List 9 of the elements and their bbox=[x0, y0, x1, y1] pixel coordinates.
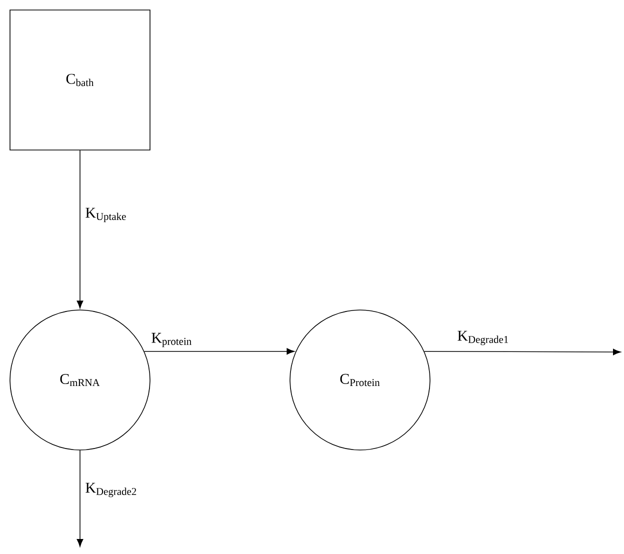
edge-label: K$_{Degrade2}$ bbox=[86, 482, 136, 498]
edge-label: K$_{Degrade1}$ bbox=[458, 330, 508, 346]
compartment-box: C$_{bath}$ bbox=[10, 10, 150, 150]
edge-label: K$_{protein}$ bbox=[152, 332, 192, 348]
arrow bbox=[76, 450, 84, 547]
arrow bbox=[424, 348, 621, 356]
arrow bbox=[76, 150, 84, 308]
edge-label: K$_{Uptake}$ bbox=[86, 208, 126, 222]
arrow bbox=[144, 348, 294, 355]
